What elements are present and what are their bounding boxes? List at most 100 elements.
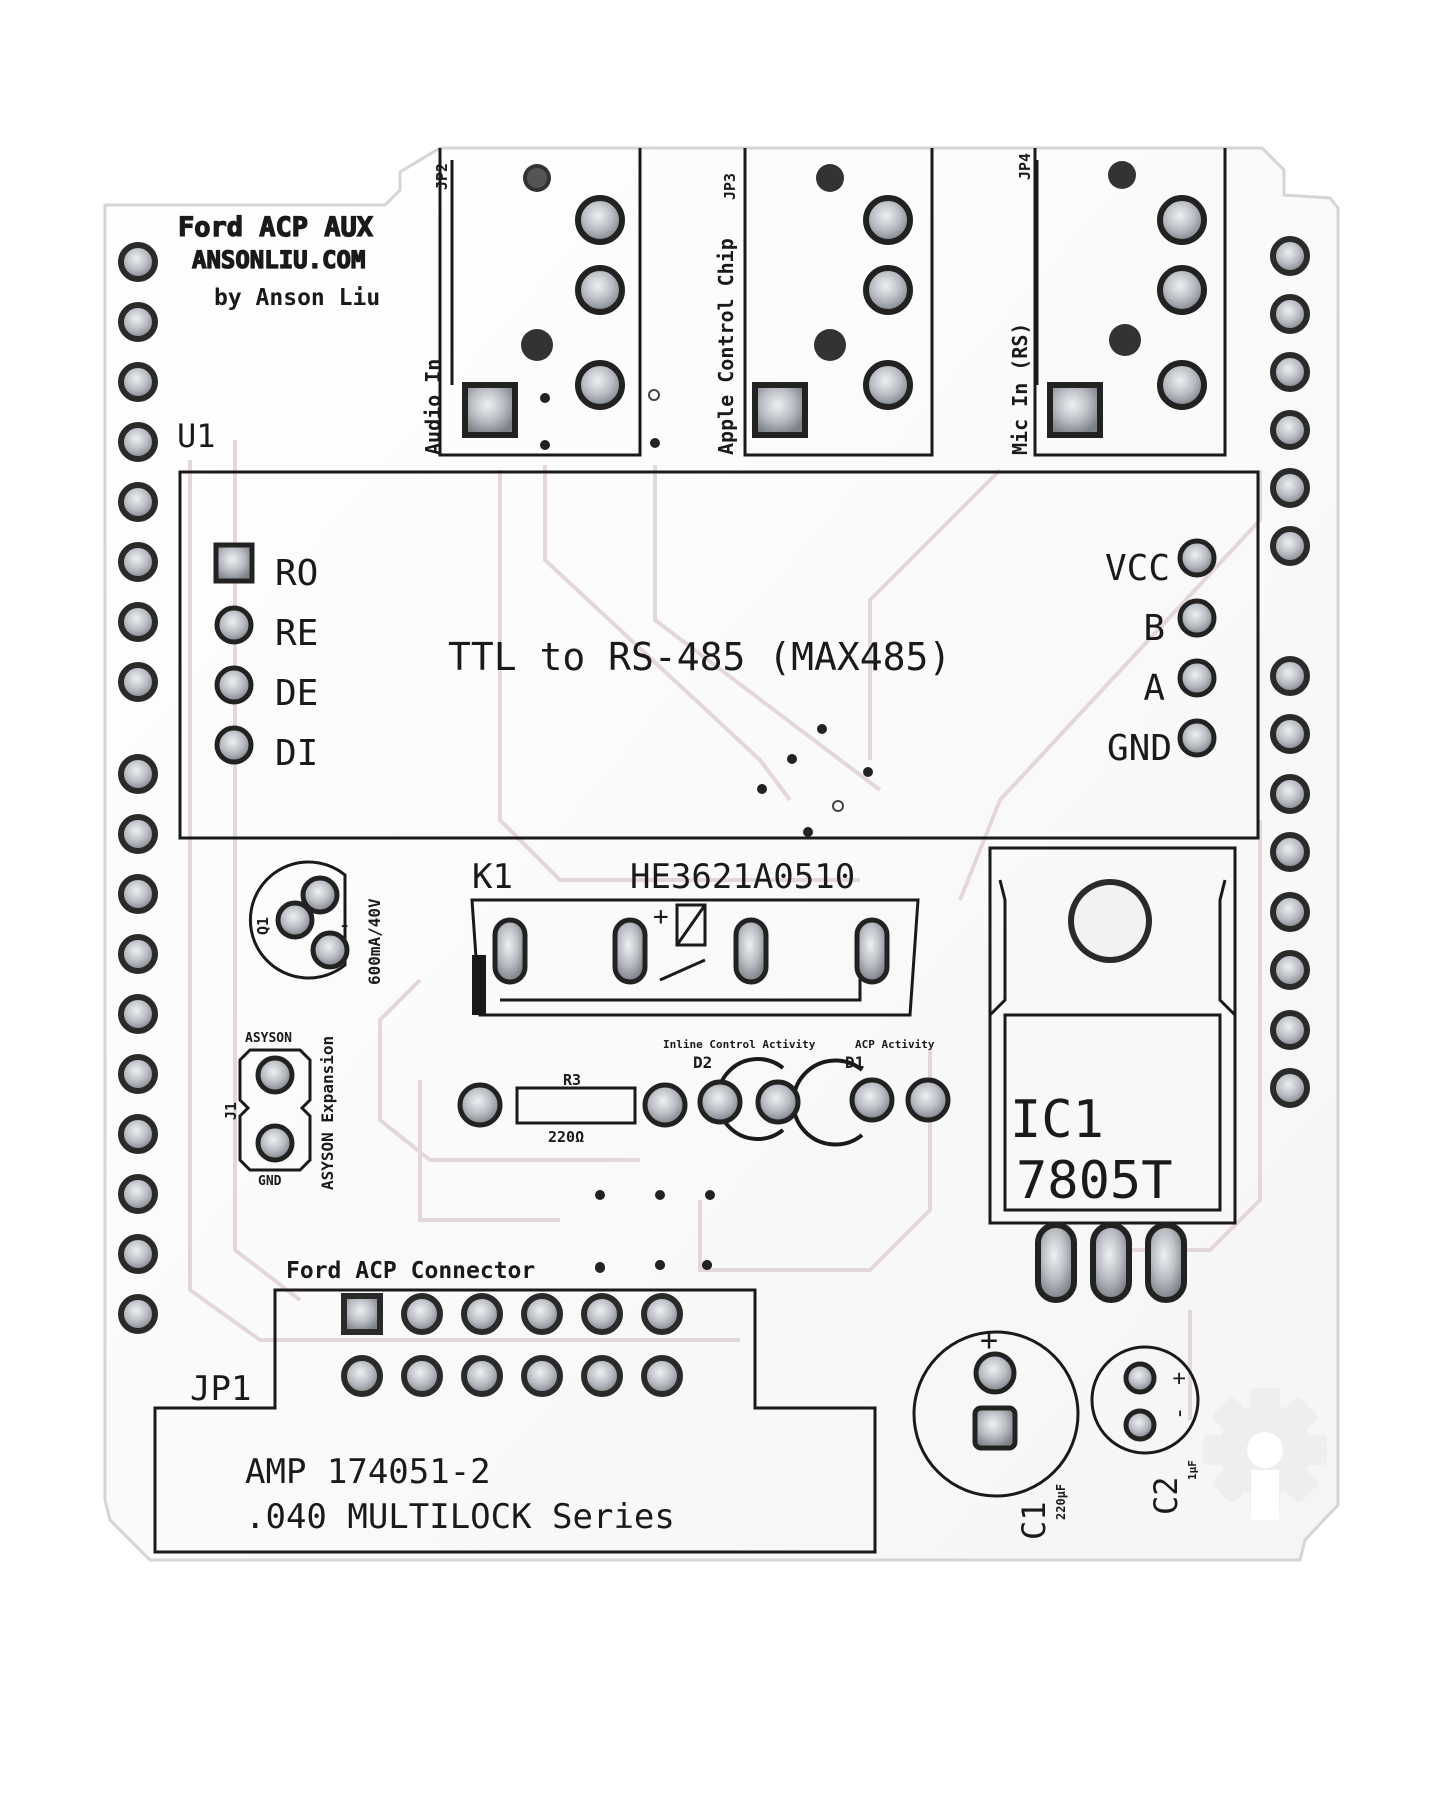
pin-b: B [1143,608,1165,649]
ic1-ref: IC1 [1010,1090,1104,1150]
module-title: TTL to RS-485 (MAX485) [448,635,951,679]
right-header-pad [1270,1068,1310,1108]
j1-top: ASYSON [245,1031,292,1046]
right-header-pad [1270,1010,1310,1050]
right-header-pins [1270,236,1310,1108]
left-header-pad [118,994,158,1034]
connector-part2: .040 MULTILOCK Series [245,1497,675,1537]
r3-ref: R3 [563,1071,581,1089]
c1-plus: + [980,1323,998,1358]
q1-minus: - [338,913,351,938]
jack-ref-jp3: JP3 [721,173,739,200]
led-d2-ref: D2 [693,1053,712,1072]
left-header-pad [118,242,158,282]
regulator-ic1: IC1 7805T [988,846,1237,1303]
pin-ro: RO [275,553,318,594]
connector-part1: AMP 174051-2 [245,1452,491,1492]
j1-bottom: GND [258,1174,282,1189]
copper-traces [188,440,1262,1420]
c2-ref: C2 [1147,1476,1185,1515]
right-header-pad [1270,714,1310,754]
rs485-module: TTL to RS-485 (MAX485) RO RE DE DI VCC B… [178,470,1260,840]
open-hardware-gear-icon [1203,1388,1327,1520]
acp-connector-pad [401,1355,443,1397]
left-header-pad [118,754,158,794]
header-line1: Ford ACP AUX [178,212,373,243]
header-line2: ANSONLIU.COM [192,246,365,274]
left-header-pad [118,602,158,642]
c2-plus: + [1167,1372,1192,1385]
u1-label: U1 [177,417,216,455]
jack-ref-jp2: JP2 [433,163,451,190]
j1-side: ASYSON Expansion [318,1036,337,1190]
acp-connector-pad [641,1293,683,1335]
relay-plus: + [653,902,669,932]
acp-connector-pad [581,1355,623,1397]
left-header-pad [118,1114,158,1154]
jack-name-audio-in: Audio In [421,359,445,455]
left-header-pad [118,934,158,974]
acp-connector-pad [581,1293,623,1335]
right-header-pad [1270,950,1310,990]
right-header-pad [1270,468,1310,508]
acp-connector-pad [401,1293,443,1335]
right-header-pad [1270,236,1310,276]
left-header-pins [118,242,158,1334]
right-header-pad [1270,892,1310,932]
r3-value: 220Ω [548,1128,584,1146]
left-header-pad [118,482,158,522]
q1-rating: 600mA/40V [365,898,384,985]
left-header-pad [118,1174,158,1214]
left-header-pad [118,362,158,402]
q1-ref: Q1 [254,917,272,935]
pin-gnd: GND [1107,728,1172,769]
relay-part: HE3621A0510 [630,857,855,897]
led-indicators: Inline Control Activity ACP Activity D2 … [595,1038,951,1273]
left-header-pad [118,814,158,854]
left-header-pad [118,1234,158,1274]
c1-ref: C1 [1015,1501,1053,1540]
transistor-q1: Q1 - 600mA/40V [248,860,384,985]
board-header: Ford ACP AUX ANSONLIU.COM by Anson Liu [177,211,380,311]
pin-re: RE [275,613,318,654]
led-d2-label: Inline Control Activity [663,1038,816,1051]
right-header-pad [1270,774,1310,814]
jack-name-apple-control: Apple Control Chip [714,238,738,455]
acp-connector-pad [341,1355,383,1397]
capacitors: + C1 220µF + - C2 1µF [912,1323,1200,1540]
acp-connector-pad [641,1355,683,1397]
led-d1-label: ACP Activity [855,1038,935,1051]
c2-value: 1µF [1186,1460,1199,1480]
pin-vcc: VCC [1105,548,1170,589]
jack-ref-jp4: JP4 [1016,153,1034,180]
left-header-pad [118,422,158,462]
relay-ref: K1 [472,857,513,897]
left-header-pad [118,542,158,582]
left-header-pad [118,662,158,702]
ic1-part: 7805T [1016,1151,1173,1211]
connector-title: Ford ACP Connector [286,1258,535,1284]
relay-k1: K1 HE3621A0510 + [470,857,920,1017]
right-header-pad [1270,832,1310,872]
acp-connector-pad [521,1355,563,1397]
jack-name-mic-in: Mic In (RS) [1008,323,1032,455]
acp-connector-pad [341,1293,383,1335]
right-header-pad [1270,526,1310,566]
audio-jacks: JP2 Audio In JP3 Apple Control Chip JP4 … [421,148,1227,457]
left-header-pad [118,874,158,914]
right-header-pad [1270,294,1310,334]
connector-ref: JP1 [190,1369,251,1409]
right-header-pad [1270,352,1310,392]
board-outline [103,146,1340,1562]
left-header-pad [118,1054,158,1094]
acp-connector-pad [521,1293,563,1335]
left-header-pad [118,302,158,342]
left-header-pad [118,1294,158,1334]
author-text: by Anson Liu [214,285,380,311]
resistor-r3: R3 220Ω [457,1071,688,1146]
acp-connector-pad [461,1355,503,1397]
right-header-pad [1270,410,1310,450]
c1-value: 220µF [1054,1484,1068,1520]
